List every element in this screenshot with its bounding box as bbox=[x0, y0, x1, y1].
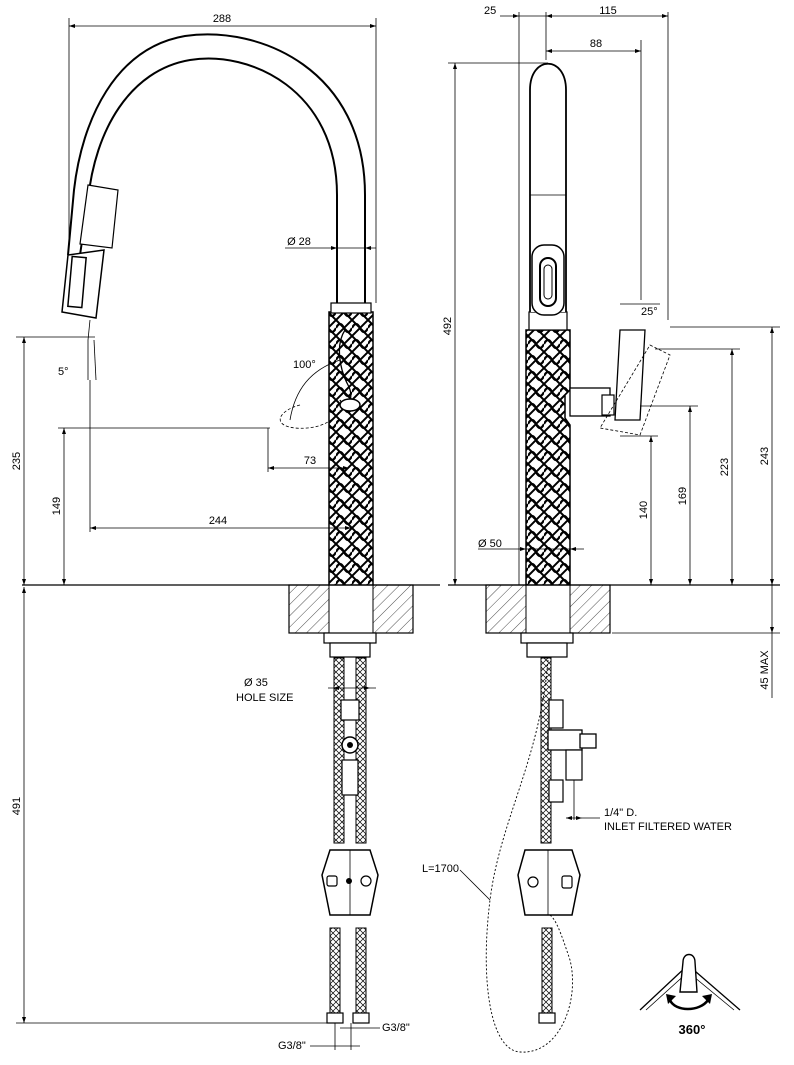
dim-45-max: 45 MAX bbox=[759, 650, 771, 690]
spout-inner bbox=[67, 33, 366, 303]
dim-g38-left: G3/8" bbox=[278, 1040, 306, 1052]
dim-diameter-28: Ø 28 bbox=[287, 236, 311, 248]
body-cap bbox=[330, 302, 372, 314]
shank-through bbox=[328, 584, 374, 634]
dim-angle-100: 100° bbox=[293, 359, 316, 371]
dim-149: 149 bbox=[51, 497, 63, 515]
spout-outer bbox=[79, 57, 338, 303]
dim-169: 169 bbox=[677, 487, 689, 505]
handle-icon bbox=[679, 953, 698, 993]
dim-115: 115 bbox=[599, 5, 617, 17]
front-hoses bbox=[321, 657, 379, 1024]
dim-l1700: L=1700 bbox=[422, 863, 459, 875]
hole-size-label: HOLE SIZE bbox=[236, 692, 293, 704]
dim-diameter-50: Ø 50 bbox=[478, 538, 502, 550]
lever-swing-path bbox=[279, 404, 341, 429]
inlet-label: INLET FILTERED WATER bbox=[604, 821, 732, 833]
side-body-braided bbox=[525, 329, 571, 586]
rotation-label: 360° bbox=[679, 1022, 706, 1037]
dim-491: 491 bbox=[11, 797, 23, 815]
dim-angle-5: 5° bbox=[58, 366, 69, 378]
front-view: 288 Ø 28 5° 100° 73 244 235 149 bbox=[11, 13, 440, 1052]
dim-492: 492 bbox=[442, 317, 454, 335]
side-hoses bbox=[485, 657, 597, 1053]
dim-140: 140 bbox=[638, 501, 650, 519]
dim-88: 88 bbox=[590, 38, 602, 50]
rotate-arrow-icon bbox=[668, 999, 710, 1011]
faucet-body-braided bbox=[328, 311, 374, 586]
dim-244: 244 bbox=[209, 515, 227, 527]
rotation-symbol: 360° bbox=[639, 953, 741, 1037]
lever-knob bbox=[339, 398, 361, 412]
mounting-washer bbox=[329, 642, 371, 658]
dim-inlet-size: 1/4" D. bbox=[604, 807, 637, 819]
dim-288: 288 bbox=[213, 13, 231, 25]
dim-angle-25: 25° bbox=[641, 306, 658, 318]
pullout-hose bbox=[485, 659, 573, 1053]
dim-25: 25 bbox=[484, 5, 496, 17]
dim-diameter-35: Ø 35 bbox=[244, 677, 268, 689]
dim-243: 243 bbox=[759, 447, 771, 465]
spray-head-grip bbox=[79, 184, 119, 249]
side-view: 25 115 88 492 25° 243 223 169 140 Ø 5 bbox=[422, 5, 780, 1053]
dim-235: 235 bbox=[11, 452, 23, 470]
dim-73: 73 bbox=[304, 455, 316, 467]
dim-223: 223 bbox=[719, 458, 731, 476]
side-lever-handle bbox=[614, 329, 646, 421]
dim-g38-right: G3/8" bbox=[382, 1022, 410, 1034]
mounting-nut bbox=[323, 632, 377, 644]
spray-face bbox=[67, 255, 87, 309]
